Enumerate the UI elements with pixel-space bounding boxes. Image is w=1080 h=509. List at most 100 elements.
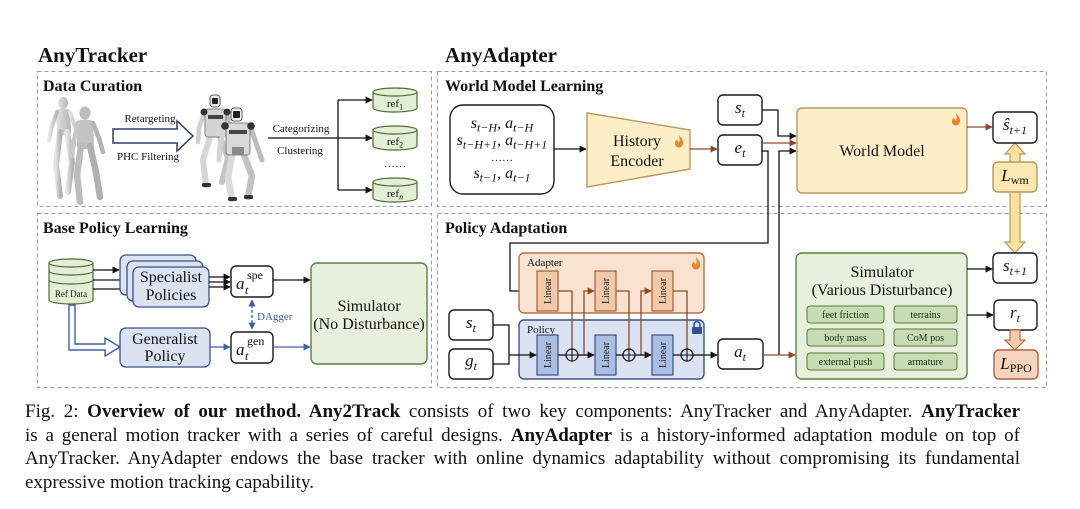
caption-text: expressive motion tracking capability. xyxy=(25,471,314,493)
specialist-action-node: a t spe xyxy=(230,265,274,298)
action-subscript: t xyxy=(245,283,249,297)
human-figure xyxy=(69,106,106,206)
generalist-label: Generalist xyxy=(132,331,198,348)
categorizing-label: Categorizing xyxy=(273,123,330,135)
humanoid-robot-figures xyxy=(195,94,265,203)
disturbance-tag: feet friction xyxy=(806,305,885,324)
arrow-action-to-world-model xyxy=(778,147,797,355)
data-curation-panel xyxy=(37,71,432,207)
svg-text:rt: rt xyxy=(1010,303,1021,325)
flame-icon xyxy=(692,257,701,270)
anytracker-header: AnyTracker xyxy=(38,43,147,67)
policy-linear-layer: Linear xyxy=(536,334,559,376)
sum-node-icon xyxy=(565,348,579,362)
action-symbol: a xyxy=(236,340,245,359)
caption-bold-text: Overview of our method. Any2Track xyxy=(87,401,401,422)
svg-text:Linear: Linear xyxy=(601,277,612,304)
history-row: st−1, at−1 xyxy=(473,165,530,185)
base-policy-learning-title: Base Policy Learning xyxy=(43,220,188,237)
history-row: st−H, at−H xyxy=(471,115,535,135)
action-superscript: gen xyxy=(247,334,264,348)
state-node-policy: st xyxy=(448,309,494,341)
sum-node-icon xyxy=(622,348,636,362)
generalist-policy-box: Generalist Policy xyxy=(119,327,211,368)
caption-line: Fig. 2: Overview of our method. Any2Trac… xyxy=(25,400,1020,424)
base-policy-learning-panel xyxy=(37,213,432,388)
ref-database-n: refn xyxy=(372,177,418,203)
specialist-policies-stack: Specialist Policies xyxy=(119,254,210,308)
disturbance-tag: external push xyxy=(806,352,885,371)
next-state-node: st+1 xyxy=(992,252,1038,284)
retargeting-label: Retargeting xyxy=(124,113,176,125)
action-symbol: a xyxy=(236,274,245,293)
state-node-wm: st xyxy=(717,94,763,126)
reward-node: rt xyxy=(993,299,1038,331)
ref-label: refn xyxy=(387,188,403,202)
goal-input-line xyxy=(493,355,510,365)
svg-text:terrains: terrains xyxy=(911,310,941,321)
svg-text:external push: external push xyxy=(819,357,873,368)
generalist-action-node: a t gen xyxy=(230,331,274,364)
sum-node-icon xyxy=(680,348,694,362)
dagger-label: DAgger xyxy=(257,311,293,323)
simulator-label: Simulator xyxy=(337,298,401,315)
retargeting-hollow-arrow xyxy=(112,119,195,153)
data-curation-title: Data Curation xyxy=(43,78,142,95)
phc-filtering-label: PHC Filtering xyxy=(117,151,180,163)
svg-text:ŝt+1: ŝt+1 xyxy=(1003,115,1027,137)
history-ellipsis: …… xyxy=(491,152,513,164)
caption-line: expressive motion tracking capability. xyxy=(25,471,1020,495)
world-model-loss-node: Lwm xyxy=(992,161,1038,193)
caption-bold-text: AnyAdapter xyxy=(510,424,613,446)
caption-text: is a general motion tracker with a serie… xyxy=(25,424,511,446)
ref-label: ref2 xyxy=(387,136,403,150)
adapter-label: Adapter xyxy=(527,257,563,269)
caption-text: is a history-informed adaptation module … xyxy=(612,424,1020,446)
human-motion-figures xyxy=(47,97,106,206)
svg-text:Lwm: Lwm xyxy=(1000,166,1029,187)
svg-text:et: et xyxy=(735,138,747,160)
policy-label: Policy xyxy=(527,324,556,336)
flame-icon xyxy=(675,135,684,148)
caption-line: is a general motion tracker with a serie… xyxy=(25,424,1020,448)
ppo-loss-node: LPPO xyxy=(993,349,1039,380)
svg-text:Linear: Linear xyxy=(658,341,669,368)
arrow-state-to-world-model xyxy=(762,109,797,140)
disturbance-tag: armature xyxy=(893,352,958,371)
figure-caption: Fig. 2: Overview of our method. Any2Trac… xyxy=(25,400,1020,494)
policy-linear-layer: Linear xyxy=(594,334,617,376)
svg-text:st: st xyxy=(466,313,477,335)
predicted-next-state-node: ŝt+1 xyxy=(992,111,1038,144)
history-encoder: History Encoder xyxy=(586,112,691,188)
policies-label: Policies xyxy=(146,287,197,304)
history-label: History xyxy=(613,133,661,150)
flame-icon xyxy=(952,113,961,126)
action-subscript: t xyxy=(245,349,249,363)
svg-text:Linear: Linear xyxy=(658,277,669,304)
disturbance-tag: body mass xyxy=(806,328,885,347)
ref-database-1: ref1 xyxy=(372,87,418,113)
adapter-branch-arrow xyxy=(583,287,595,355)
svg-text:Linear: Linear xyxy=(601,341,612,368)
state-input-line xyxy=(493,324,510,355)
disturbance-tag: CoM pos xyxy=(893,328,958,347)
svg-text:st+1: st+1 xyxy=(1003,256,1027,278)
adapter-residual-line xyxy=(558,290,573,349)
svg-text:at: at xyxy=(734,342,747,364)
ref-database-2: ref2 xyxy=(372,125,418,151)
policy-adaptation-panel xyxy=(437,213,1047,388)
world-model-label: World Model xyxy=(839,143,925,160)
no-disturbance-label: (No Disturbance) xyxy=(313,316,425,333)
adapter-linear-layer: Linear xyxy=(594,270,617,312)
simulator-various-disturbance: Simulator (Various Disturbance) feet fri… xyxy=(795,252,968,380)
caption-line: AnyTracker. AnyAdapter endows the base t… xyxy=(25,447,1020,471)
svg-text:Linear: Linear xyxy=(543,341,554,368)
caption-text: Fig. 2: xyxy=(25,401,88,422)
method-overview-figure: AnyTracker AnyAdapter Data Curation Base… xyxy=(37,43,1047,388)
anyadapter-header: AnyAdapter xyxy=(445,43,557,67)
adapter-module: Adapter Linear Linear Linear xyxy=(518,252,705,314)
disturbance-tag: terrains xyxy=(893,305,958,324)
world-model-loss-double-arrow xyxy=(1003,142,1027,254)
caption-bold-text: AnyTracker xyxy=(921,401,1021,422)
arrow-embedding-to-adapter xyxy=(509,150,769,295)
